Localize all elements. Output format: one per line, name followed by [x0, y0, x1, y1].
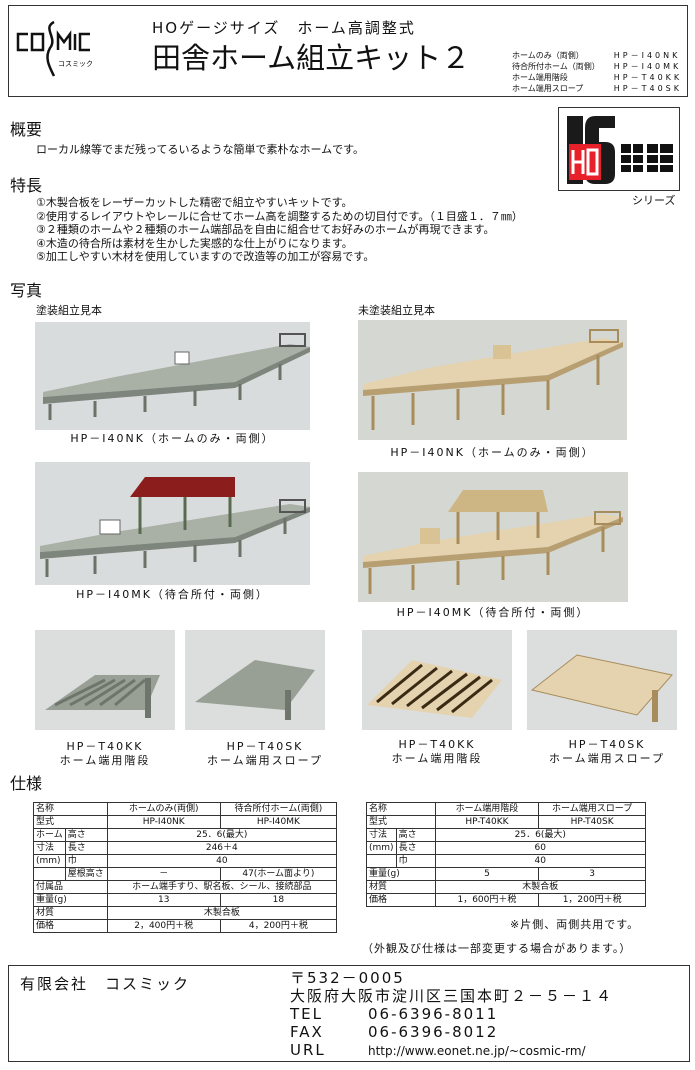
photos-heading: 写真 [10, 281, 43, 300]
address: 大阪府大阪市淀川区三国本町２－５－１４ [290, 987, 614, 1005]
svg-text:コスミック: コスミック [58, 60, 93, 68]
cosmic-logo: コスミック [14, 18, 94, 80]
overview-heading: 概要 [10, 120, 43, 139]
feature-item: ①木製合板をレーザーカットした精密で組立やすいキットです。 [36, 196, 353, 209]
postal-code: 〒532－0005 [290, 969, 405, 987]
features-heading: 特長 [10, 176, 43, 195]
company-name: 有限会社 コスミック [20, 975, 191, 993]
model-list: ホームのみ（両側）HP－I40NK 待合所付ホーム（両側）HP－I40MK ホー… [512, 51, 683, 93]
feature-item: ⑤加工しやすい木材を使用していますので改造等の加工が容易です。 [36, 250, 375, 263]
photo-stairs-unpainted [362, 630, 512, 730]
series-label: シリーズ [632, 194, 676, 207]
caption-p4: HP－I40MK（待合所付・両側） [396, 606, 590, 619]
tel: 06-6396-8011 [368, 1005, 499, 1023]
photo-slope-painted [185, 630, 325, 730]
overview-text: ローカル線等でまだ残ってるいるような簡単で素朴なホームです。 [36, 143, 365, 156]
photo-stairs-painted [35, 630, 175, 730]
feature-item: ③２種類のホームや２種類のホーム端部品を自由に組合せてお好みのホームが再現できま… [36, 223, 495, 236]
spec-heading: 仕様 [10, 774, 43, 793]
series-logo [558, 107, 680, 191]
caption-p3: HP－I40MK（待合所付・両側） [76, 588, 269, 601]
feature-item: ④木造の待合所は素材を生かした実感的な仕上がりになります。 [36, 236, 353, 250]
photo-shelter-painted [35, 462, 310, 585]
tel-label: TEL [290, 1005, 323, 1023]
header-box [8, 5, 688, 97]
url-label: URL [290, 1041, 326, 1059]
caption-p2: HP－I40NK（ホームのみ・両側） [390, 446, 595, 459]
feature-item: ②使用するレイアウトやレールに合せてホーム高を調整するための切目付です。（１目盛… [36, 209, 523, 223]
subtitle: HOゲージサイズ ホーム高調整式 [152, 19, 416, 37]
features-list: ①木製合板をレーザーカットした精密で組立やすいキットです。 ②使用するレイアウト… [36, 196, 523, 264]
caption-p1: HP－I40NK（ホームのみ・両側） [70, 432, 275, 445]
url-link[interactable]: http://www.eonet.ne.jp/~cosmic-rm/ [368, 1044, 586, 1058]
painted-label: 塗装組立見本 [36, 304, 102, 317]
contact-block: 〒532－0005 大阪府大阪市淀川区三国本町２－５－１４ TEL 06-6396… [290, 969, 613, 1060]
note-spec-change: （外観及び仕様は一部変更する場合があります。） [362, 942, 632, 955]
photo-shelter-unpainted [358, 472, 628, 602]
unpainted-label: 未塗装組立見本 [358, 304, 435, 317]
photo-platform-painted [35, 322, 310, 430]
page-title: 田舎ホーム組立キット２ [152, 41, 471, 75]
photo-platform-unpainted [358, 320, 627, 440]
fax-label: FAX [290, 1023, 324, 1041]
fax: 06-6396-8012 [368, 1023, 499, 1041]
note-both-sides: ※片側、両側共用です。 [510, 918, 640, 931]
footer-box [8, 965, 690, 1062]
photo-slope-unpainted [527, 630, 677, 730]
